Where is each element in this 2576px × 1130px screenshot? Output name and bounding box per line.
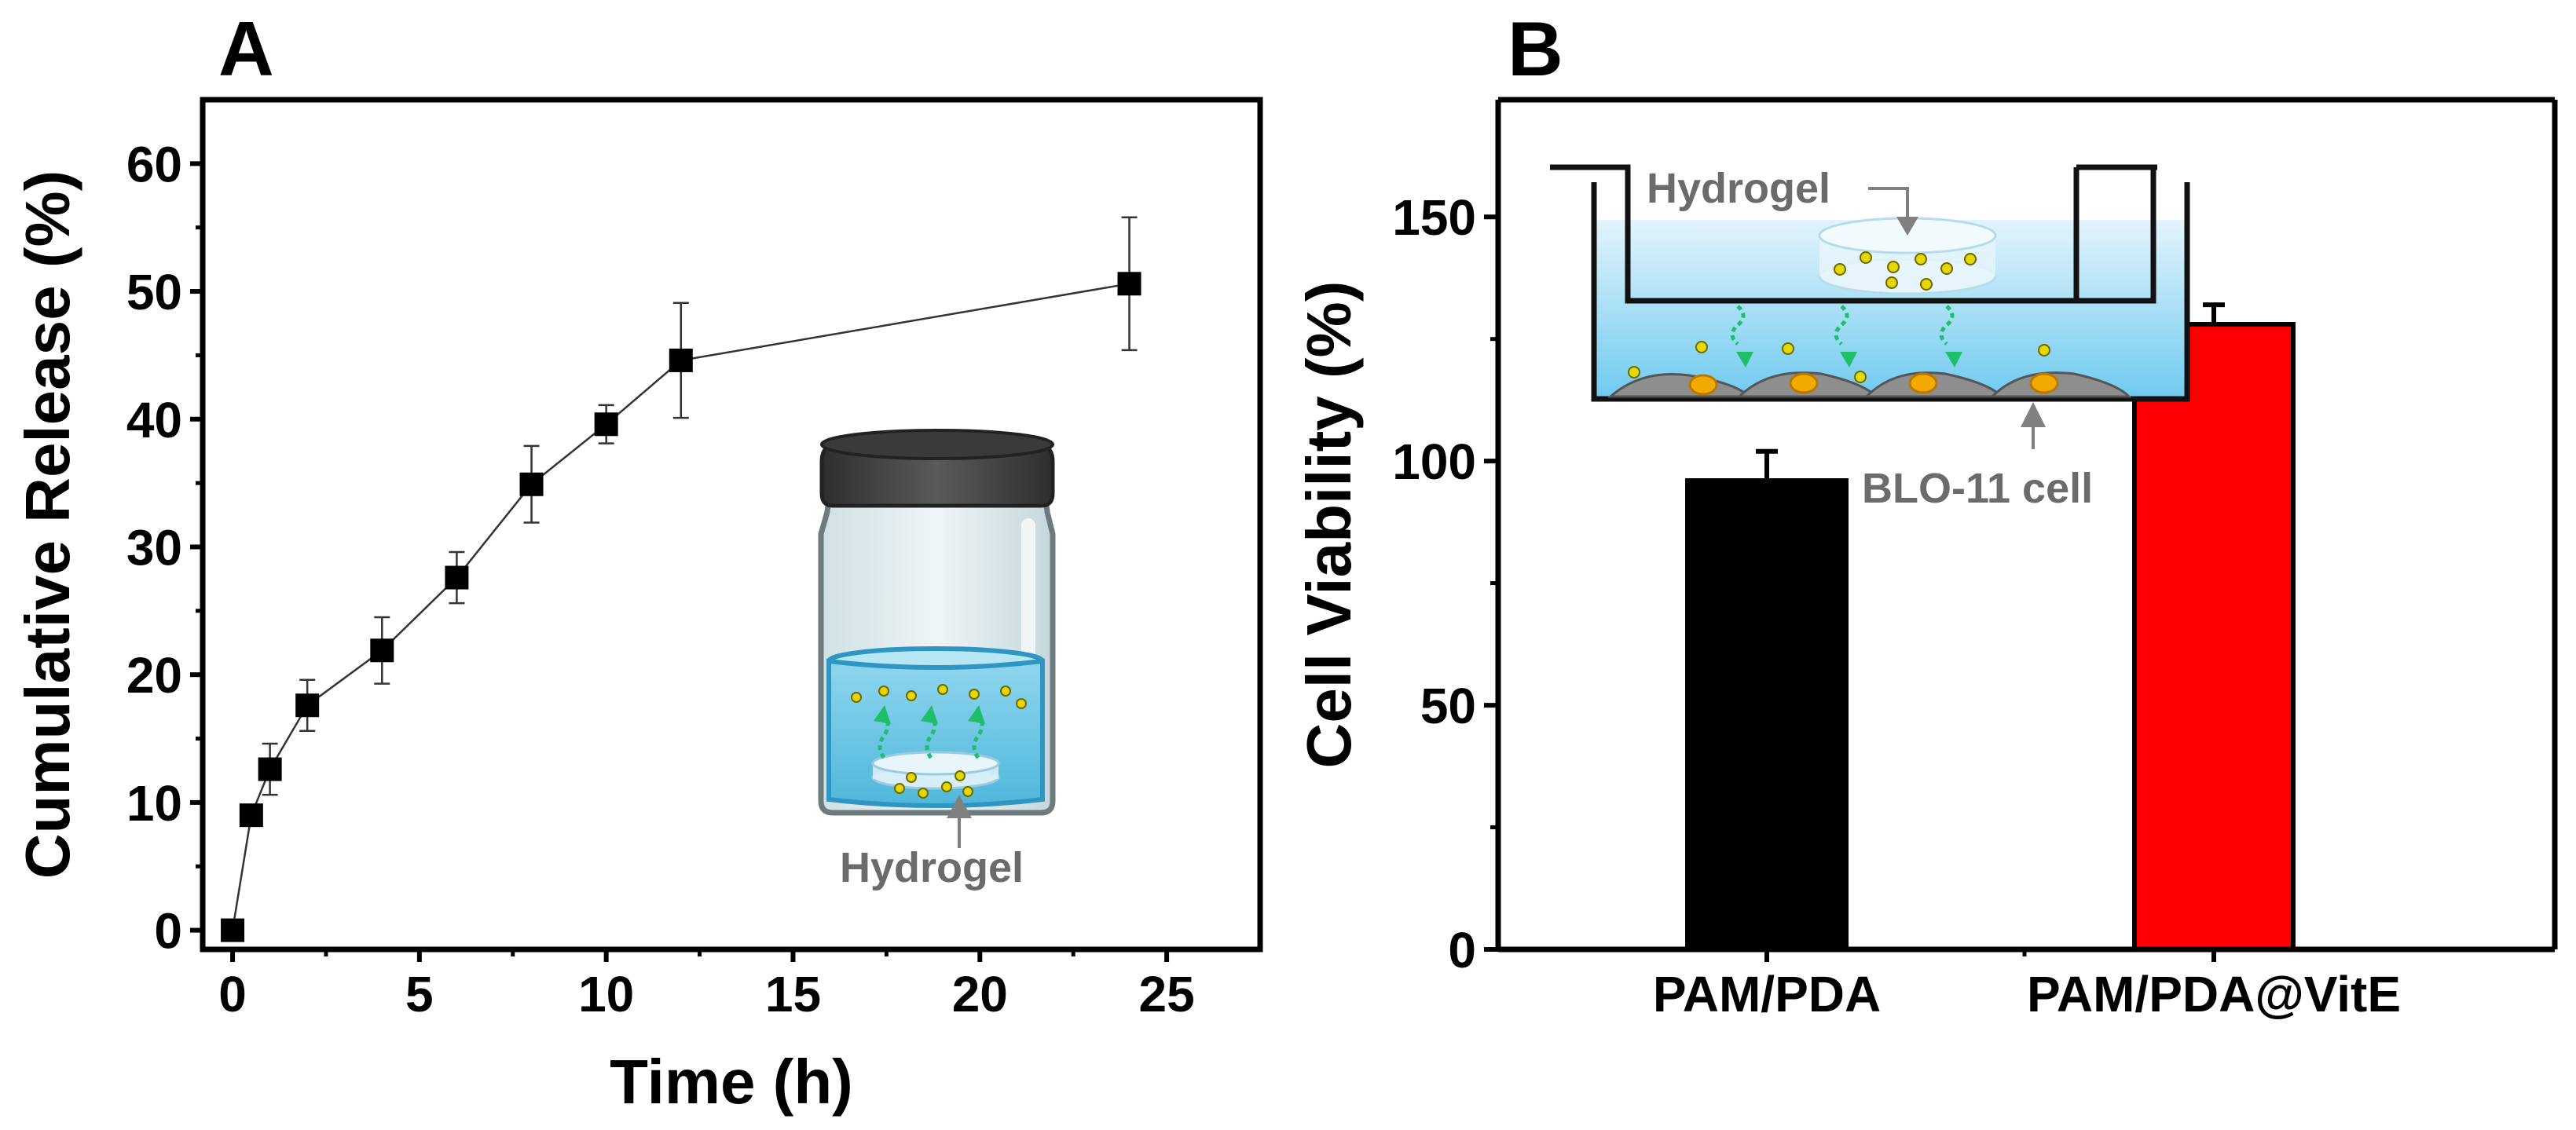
y-tick-label-b-0: 0 [1448, 922, 1476, 978]
y-tick-label-a-1: 10 [126, 775, 182, 832]
x-axis-b-ticks: PAM/PDA PAM/PDA@VitE [1653, 949, 2401, 1022]
data-point-a-9 [1117, 272, 1141, 296]
data-point-a-6 [519, 472, 544, 496]
transwell-cell-label: BLO-11 cell [1862, 465, 2093, 512]
panel-a-chart: 0 10 20 30 40 50 60 0 5 10 15 20 25 Time (h) Cumula… [13, 97, 1263, 1117]
data-point-a-5 [445, 565, 469, 590]
panel-b-label: B [1508, 5, 1563, 92]
y-axis-b-ticks: 0 50 100 150 [1392, 189, 1498, 978]
bar-b-1 [2132, 322, 2296, 953]
y-axis-a-ticks: 0 10 20 30 40 50 60 [126, 136, 203, 960]
x-tick-label-a-4: 20 [952, 966, 1008, 1022]
plot-a-frame [200, 97, 1263, 953]
y-tick-label-a-4: 40 [126, 392, 182, 448]
x-axis-a-title: Time (h) [610, 1047, 853, 1117]
bar-b-0 [1685, 478, 1849, 952]
data-point-a-3 [295, 693, 320, 718]
data-point-a-1 [239, 803, 263, 828]
x-tick-label-a-3: 15 [765, 966, 821, 1022]
y-tick-label-a-6: 60 [126, 136, 182, 192]
y-tick-label-a-5: 50 [126, 264, 182, 320]
y-axis-b-title: Cell Viability (%) [1294, 281, 1364, 769]
jar-illustration [818, 429, 1056, 848]
bars-b [1685, 302, 2296, 953]
series-a-line [231, 283, 1130, 931]
x-tick-label-a-5: 25 [1139, 966, 1195, 1022]
jar-inset: Hydrogel [818, 429, 1056, 891]
plot-b-frame [1498, 97, 2558, 949]
transwell-hydrogel-label: Hydrogel [1647, 165, 1830, 212]
x-tick-label-a-1: 5 [405, 966, 434, 1022]
data-point-a-4 [370, 638, 394, 663]
x-tick-label-b-0: PAM/PDA [1653, 966, 1881, 1022]
panel-a-label: A [218, 5, 274, 92]
x-tick-label-b-1: PAM/PDA@VitE [2027, 966, 2401, 1022]
y-tick-label-a-0: 0 [154, 903, 182, 960]
y-tick-label-a-2: 20 [126, 647, 182, 704]
y-tick-label-b-3: 150 [1392, 189, 1476, 246]
x-axis-a-ticks: 0 5 10 15 20 25 [218, 949, 1195, 1022]
data-point-a-0 [221, 918, 245, 942]
y-tick-label-b-1: 50 [1420, 678, 1476, 734]
data-point-a-8 [669, 348, 693, 372]
panel-b-chart: 0 50 100 150 PAM/PDA PAM/PDA@VitE Cell Viabi… [1294, 97, 2558, 1022]
y-tick-label-b-2: 100 [1392, 433, 1476, 490]
data-point-a-2 [258, 757, 282, 781]
x-tick-label-a-0: 0 [218, 966, 247, 1022]
y-tick-label-a-3: 30 [126, 519, 182, 576]
transwell-inset: Hydrogel BLO-11 cell [1550, 164, 2190, 512]
x-tick-label-a-2: 10 [578, 966, 634, 1022]
jar-hydrogel-label: Hydrogel [840, 844, 1024, 891]
data-point-a-7 [594, 412, 618, 437]
series-a [221, 216, 1141, 942]
transwell-illustration [1550, 164, 2190, 449]
y-axis-a-title: Cumulative Release (%) [13, 170, 82, 879]
